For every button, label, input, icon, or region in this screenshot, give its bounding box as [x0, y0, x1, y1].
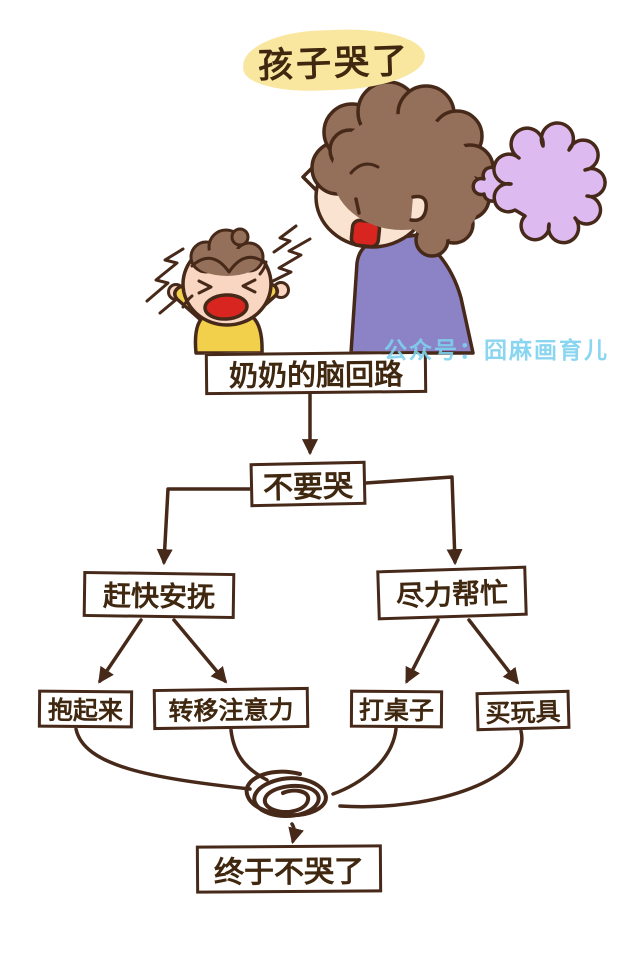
edge-help-buytoys: [467, 618, 519, 685]
edge-soothe-pickup: [98, 618, 143, 684]
grandma-hair: [310, 80, 495, 258]
flow-node-try-to-help: 尽力帮忙: [376, 565, 528, 621]
page-title: 孩子哭了: [257, 40, 411, 87]
connector-lines: [74, 392, 524, 845]
flow-node-finally-stopped: 终于不哭了: [195, 844, 383, 894]
flow-node-label: 赶快安抚: [102, 579, 216, 614]
edge-divert-tangle: [229, 728, 269, 782]
flow-node-label: 打桌子: [358, 695, 435, 726]
cry-lines: [145, 224, 312, 315]
edge-pickup-tangle: [74, 727, 252, 791]
edge-help-hittable: [405, 618, 440, 684]
flow-node-label: 不要哭: [262, 469, 354, 506]
tangle-scribble: [244, 769, 328, 818]
thought-cloud-large: [492, 121, 607, 245]
edge-dontcry-help: [364, 475, 463, 566]
edge-buytoys-tangle: [338, 729, 524, 809]
flow-node-label: 奶奶的脑回路: [228, 357, 404, 393]
flow-node-label: 尽力帮忙: [395, 576, 509, 613]
flow-node-soothe-quickly: 赶快安抚: [82, 570, 236, 620]
flow-node-label: 转移注意力: [168, 694, 294, 726]
page-title-highlight: 孩子哭了: [242, 26, 426, 94]
flow-node-label: 终于不哭了: [213, 854, 365, 891]
flow-node-buy-toys: 买玩具: [475, 689, 571, 732]
baby-hair: [189, 227, 265, 276]
crying-baby-illustration: [145, 224, 312, 355]
edge-soothe-divert: [172, 618, 228, 684]
edge-hittable-tangle: [331, 727, 398, 796]
flow-node-hit-table: 打桌子: [349, 689, 444, 729]
flow-node-dont-cry: 不要哭: [249, 460, 367, 508]
edge-dontcry-soothe: [156, 487, 253, 566]
flow-node-label: 抱起来: [47, 695, 124, 726]
thought-cloud: [471, 121, 607, 245]
flow-node-label: 买玩具: [485, 696, 561, 728]
edge-tangle-result: [288, 822, 304, 845]
flow-node-pick-up: 抱起来: [37, 689, 134, 729]
grandma-illustration: [301, 80, 495, 355]
watermark-text: 公众号：囧麻画育儿: [384, 338, 609, 364]
flow-node-divert-attention: 转移注意力: [152, 686, 310, 731]
